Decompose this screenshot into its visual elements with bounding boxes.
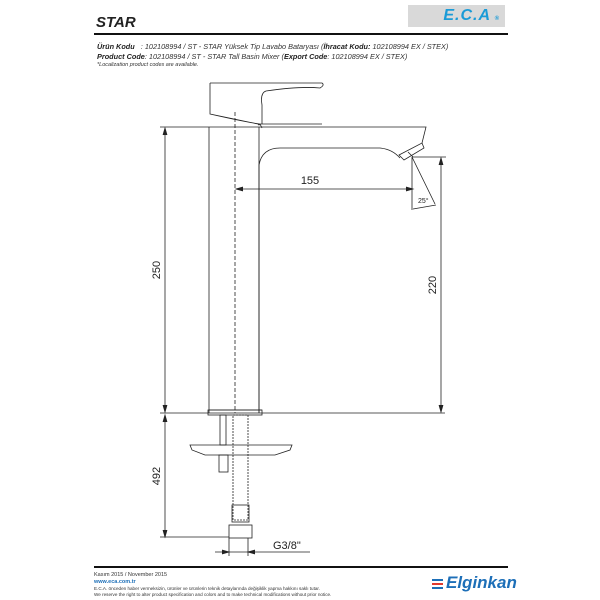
connector-nut (228, 524, 253, 539)
dim-label-250: 250 (151, 261, 163, 279)
handle (209, 82, 324, 129)
value: : 102108994 / ST - STAR Yüksek Tip Lavab… (140, 42, 324, 51)
export-label: İhracat Kodu: (323, 42, 371, 51)
product-code-en: Product Code: 102108994 / ST - STAR Tall… (97, 52, 407, 61)
localization-note: *Localization product codes are availabl… (97, 62, 199, 68)
label: Product Code (97, 52, 145, 61)
brand-name: Elginkan (446, 573, 517, 592)
export-label: Export Code (283, 52, 328, 61)
spray-angle (411, 156, 437, 210)
dim-label-220: 220 (427, 276, 439, 294)
footer-note-tr: E.C.A. önceden haber vermeksizin, ürünle… (94, 586, 320, 591)
dim-label-angle: 25° (418, 197, 429, 205)
product-code-tr: Ürün Kodu : 102108994 / ST - STAR Yüksek… (97, 42, 448, 51)
elginkan-mark-icon (432, 577, 443, 591)
dim-label-connection: G3/8" (273, 540, 301, 552)
mounting-plate (189, 444, 293, 456)
eca-logo: E.C.A® (408, 5, 505, 27)
footer-date: Kasım 2015 / November 2015 (94, 572, 168, 578)
label: Ürün Kodu (97, 42, 135, 51)
website-link[interactable]: www.eca.com.tr (94, 579, 136, 585)
elginkan-logo: Elginkan (432, 573, 517, 593)
footer-note-en: We reserve the right to alter product sp… (94, 592, 332, 597)
spout-inner (258, 147, 401, 413)
header-divider (94, 33, 508, 35)
export-value: : 102108994 EX / STEX) (327, 52, 408, 61)
dim-label-492: 492 (151, 467, 163, 485)
body (208, 126, 427, 413)
hose (232, 414, 249, 521)
aerator (398, 142, 425, 161)
export-value: 102108994 EX / STEX) (370, 42, 449, 51)
registered-mark: ® (494, 16, 500, 22)
dim-label-155: 155 (301, 175, 319, 187)
logo-text: E.C.A (443, 7, 491, 24)
value: : 102108994 / ST - STAR Tall Basin Mixer… (144, 52, 284, 61)
footer-divider (94, 566, 508, 568)
page-title: STAR (96, 14, 136, 31)
